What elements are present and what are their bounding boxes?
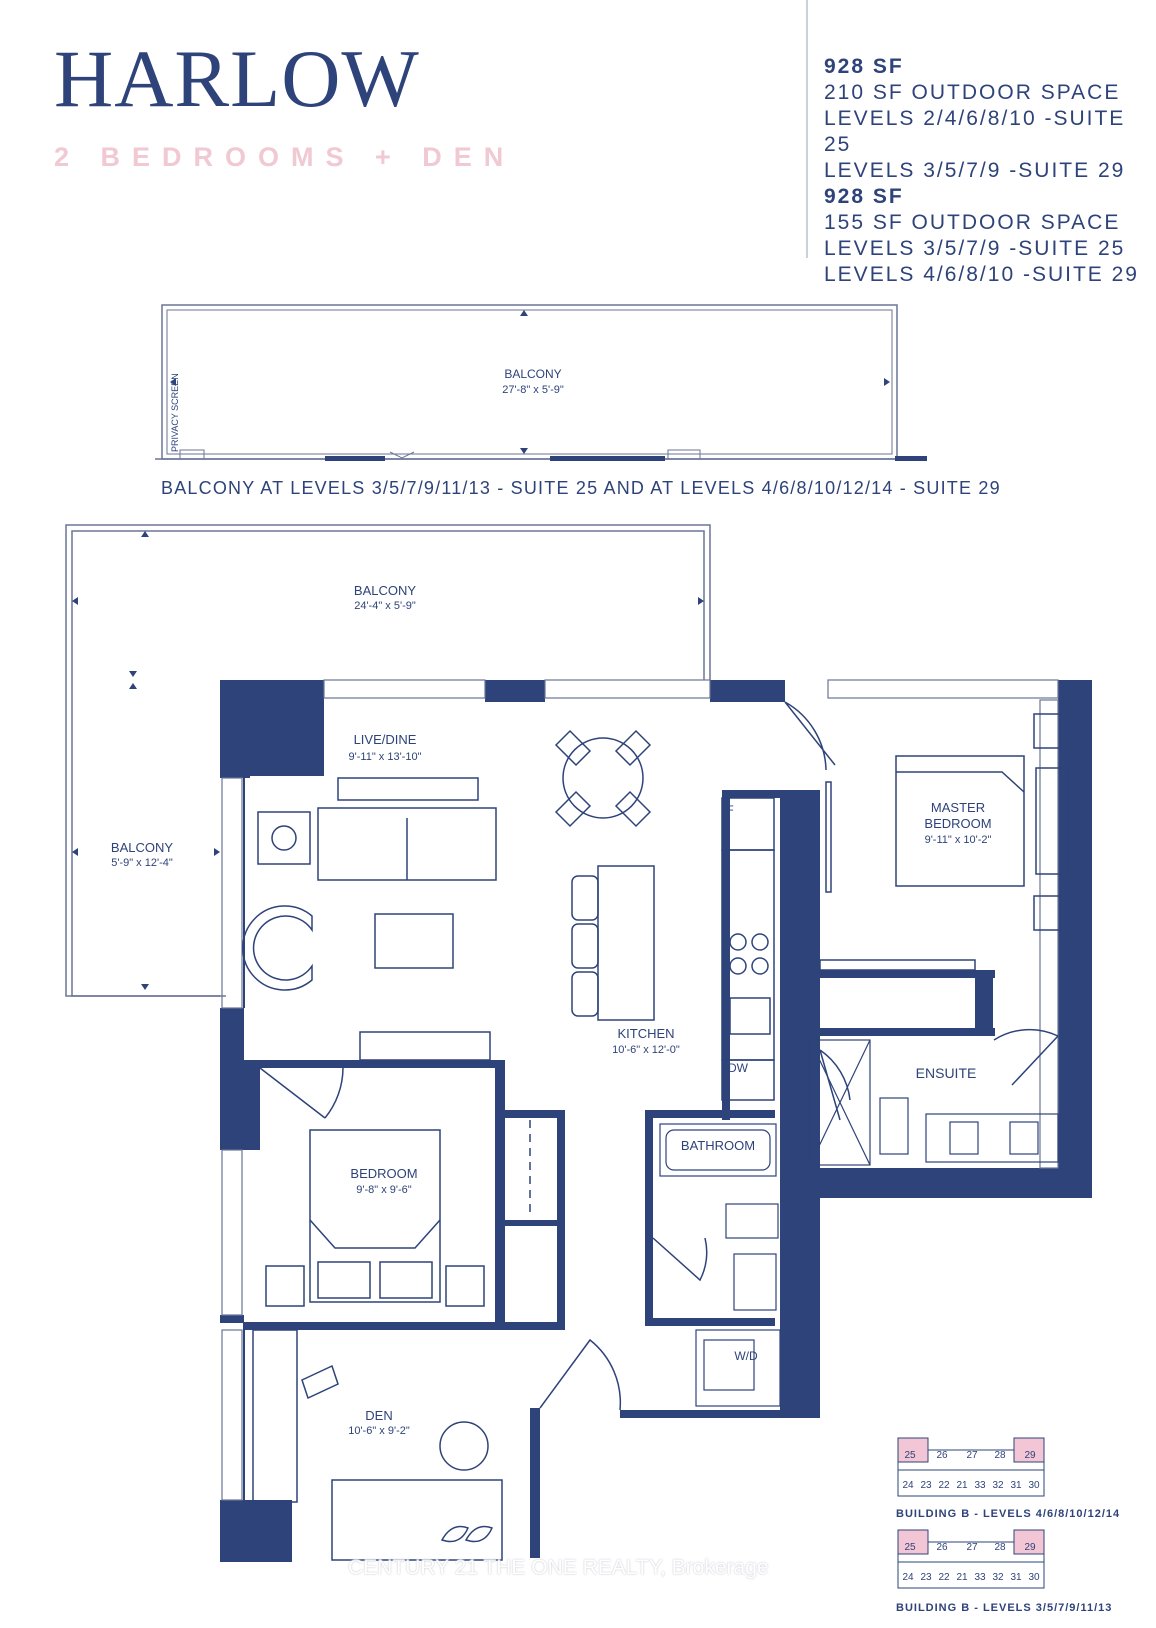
dishwasher-label: DW (728, 1061, 749, 1075)
balcony-top-label: BALCONY (354, 583, 416, 598)
keyplan-2-unit: 24 (902, 1572, 914, 1583)
balcony-side-label: BALCONY (111, 840, 173, 855)
keyplan-1-unit: 28 (994, 1450, 1006, 1461)
den-dims: 10'-6" x 9'-2" (348, 1425, 410, 1437)
spec-line: LEVELS 3/5/7/9 -SUITE 29 (824, 159, 1126, 182)
upper-balcony-label: BALCONY (504, 367, 561, 381)
bedroom-dims: 9'-8" x 9'-6" (356, 1184, 412, 1196)
keyplan-2-unit: 23 (920, 1572, 932, 1583)
keyplan-1-unit: 33 (974, 1480, 986, 1491)
plan-title: HARLOW (54, 33, 420, 124)
keyplan-1-unit: 30 (1028, 1480, 1040, 1491)
keyplan-2-unit: 29 (1024, 1542, 1036, 1553)
live-dine-label: LIVE/DINE (354, 732, 417, 747)
fridge-label: F (726, 803, 733, 817)
keyplan-2: 25 26 27 28 29 24 23 22 21 33 32 31 30 (896, 1528, 1046, 1592)
spec-line: LEVELS 4/6/8/10 -SUITE 29 (824, 263, 1139, 286)
keyplan-1-unit: 27 (966, 1450, 978, 1461)
ensuite-label: ENSUITE (916, 1065, 977, 1081)
keyplan-2-unit: 33 (974, 1572, 986, 1583)
suite-specs: 928 SF 210 SF OUTDOOR SPACE LEVELS 2/4/6… (824, 54, 1156, 288)
spec-line: 928 SF (824, 185, 904, 208)
keyplan-1-unit: 26 (936, 1450, 948, 1461)
den-label: DEN (365, 1408, 392, 1423)
keyplan-1-diagram: 25 26 27 28 29 24 23 22 21 33 32 31 30 (897, 1437, 1045, 1497)
kitchen-label: KITCHEN (617, 1026, 674, 1041)
upper-balcony-dims: 27'-8" x 5'-9" (502, 384, 564, 396)
keyplan-1-unit: 25 (904, 1450, 916, 1461)
keyplan-2-unit: 27 (966, 1542, 978, 1553)
spec-line: 928 SF (824, 55, 904, 78)
keyplan-1-unit: 31 (1010, 1480, 1022, 1491)
upper-balcony-plan: BALCONY 27'-8" x 5'-9" PRIVACY SCREEN (155, 304, 927, 461)
keyplan-2-unit: 21 (956, 1572, 968, 1583)
bedroom-label: BEDROOM (350, 1166, 417, 1181)
brokerage-watermark: CENTURY 21 THE ONE REALTY, Brokerage (348, 1556, 769, 1579)
master-label-1: MASTER (931, 800, 985, 815)
keyplan-2-unit: 26 (936, 1542, 948, 1553)
keyplan-2-unit: 25 (904, 1542, 916, 1553)
keyplan-1-unit: 21 (956, 1480, 968, 1491)
bathroom-label: BATHROOM (681, 1138, 755, 1153)
live-dine-dims: 9'-11" x 13'-10" (349, 751, 422, 763)
header-divider (806, 0, 808, 258)
keyplan-1-unit: 22 (938, 1480, 950, 1491)
keyplan-1: 25 26 27 28 29 24 23 22 21 33 32 31 30 (896, 1436, 1046, 1500)
kitchen-dims: 10'-6" x 12'-0" (612, 1044, 680, 1056)
keyplan-1-unit: 29 (1024, 1450, 1036, 1461)
spec-line: LEVELS 2/4/6/8/10 -SUITE 25 (824, 107, 1126, 156)
spec-line: 155 SF OUTDOOR SPACE (824, 211, 1121, 234)
keyplan-2-unit: 22 (938, 1572, 950, 1583)
keyplan-2-diagram: 25 26 27 28 29 24 23 22 21 33 32 31 30 (897, 1529, 1045, 1589)
privacy-screen-label: PRIVACY SCREEN (170, 373, 180, 452)
keyplan-1-label: BUILDING B - LEVELS 4/6/8/10/12/14 (896, 1508, 1121, 1520)
master-label-2: BEDROOM (924, 816, 991, 831)
keyplan-1-unit: 32 (992, 1480, 1004, 1491)
balcony-side-dims: 5'-9" x 12'-4" (111, 857, 173, 869)
keyplan-1-unit: 24 (902, 1480, 914, 1491)
keyplan-2-unit: 30 (1028, 1572, 1040, 1583)
keyplan-2-label: BUILDING B - LEVELS 3/5/7/9/11/13 (896, 1602, 1113, 1614)
spec-line: LEVELS 3/5/7/9 -SUITE 25 (824, 237, 1126, 260)
balcony-caption: BALCONY AT LEVELS 3/5/7/9/11/13 - SUITE … (161, 478, 1001, 498)
spec-line: 210 SF OUTDOOR SPACE (824, 81, 1121, 104)
laundry-label: W/D (734, 1349, 758, 1363)
balcony-top-dims: 24'-4" x 5'-9" (354, 600, 416, 612)
master-dims: 9'-11" x 10'-2" (925, 834, 992, 846)
keyplan-2-unit: 31 (1010, 1572, 1022, 1583)
keyplan-1-unit: 23 (920, 1480, 932, 1491)
keyplan-2-unit: 32 (992, 1572, 1004, 1583)
plan-subtitle: 2 BEDROOMS + DEN (54, 142, 516, 172)
keyplan-2-unit: 28 (994, 1542, 1006, 1553)
